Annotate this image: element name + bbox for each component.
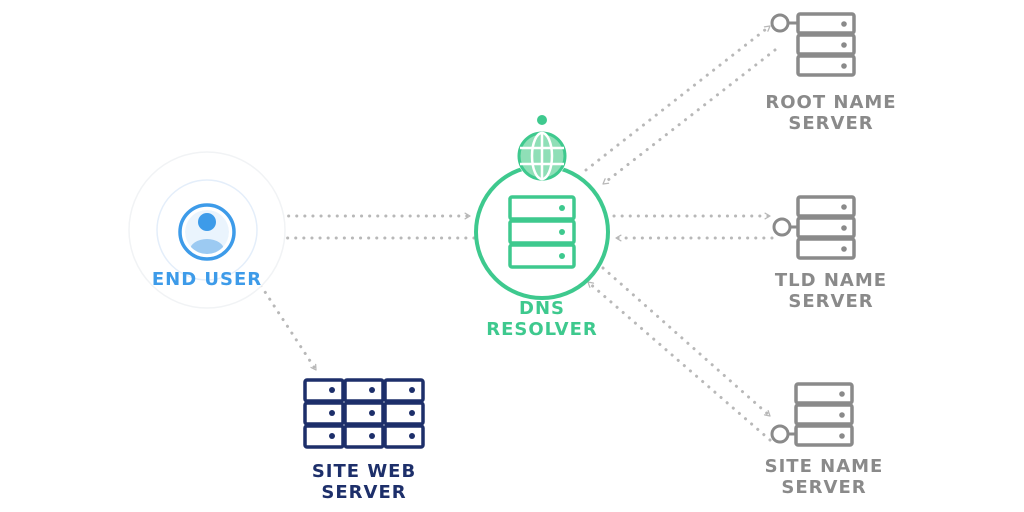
arrow-resolver-to-site-ns: [601, 266, 772, 418]
globe-top-dot: [537, 115, 547, 125]
tld-server-icon: [772, 195, 856, 260]
user-avatar-icon: [178, 203, 236, 261]
tld-server-label-line2: SERVER: [788, 291, 874, 312]
site-web-server-label-line1: SITE WEB: [311, 461, 417, 482]
arrow-site-ns-to-resolver: [586, 280, 772, 442]
arrow-resolver-to-root: [584, 24, 772, 172]
site-name-server-icon: [770, 382, 854, 447]
arrow-user-to-web-server: [250, 270, 318, 372]
root-server-label: ROOT NAME SERVER: [751, 92, 911, 134]
site-web-server-label-line2: SERVER: [321, 482, 407, 503]
site-web-server-label: SITE WEB SERVER: [284, 461, 444, 503]
site-name-server-label-line2: SERVER: [781, 477, 867, 498]
end-user-label-text: END USER: [151, 269, 263, 290]
end-user-label: END USER: [127, 269, 287, 290]
dns-resolver-node: [474, 115, 610, 300]
arrow-root-to-resolver: [601, 48, 777, 186]
globe-icon: [517, 131, 567, 181]
root-server-label-line1: ROOT NAME: [765, 92, 897, 113]
root-server-label-line2: SERVER: [788, 113, 874, 134]
tld-server-label-line1: TLD NAME: [774, 270, 888, 291]
connector-arrows: [238, 24, 777, 442]
dns-resolver-label-line2: RESOLVER: [486, 319, 598, 340]
site-name-server-label: SITE NAME SERVER: [744, 456, 904, 498]
root-server-icon: [770, 12, 856, 77]
site-name-server-label-line1: SITE NAME: [764, 456, 884, 477]
end-user-node: [128, 151, 286, 309]
site-web-server-icon: [303, 378, 425, 449]
dns-resolver-label-line1: DNS: [519, 298, 565, 319]
tld-server-label: TLD NAME SERVER: [751, 270, 911, 312]
dns-resolver-label: DNS RESOLVER: [462, 298, 622, 340]
resolver-server-icon: [508, 195, 576, 269]
